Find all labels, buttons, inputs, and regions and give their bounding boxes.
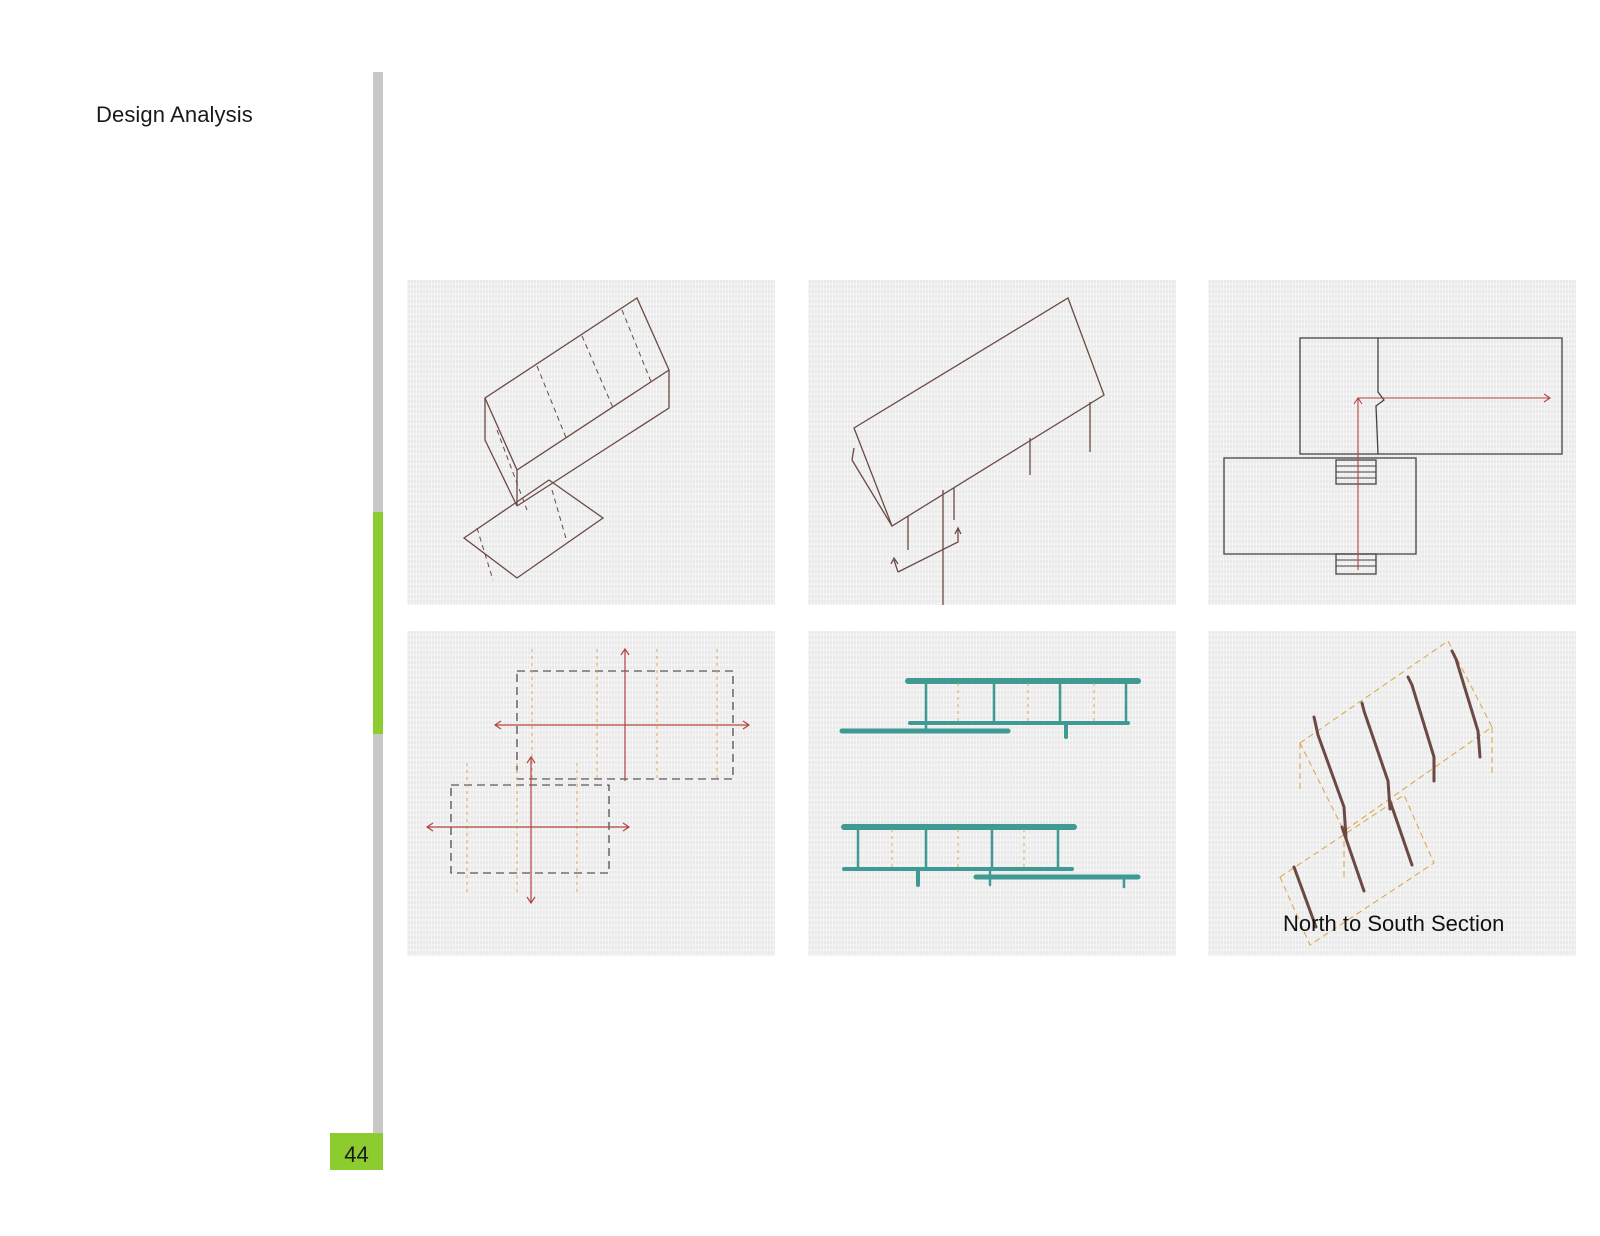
page-number: 44 xyxy=(330,1133,383,1170)
plan-circulation-drawing xyxy=(1223,337,1563,575)
page-title: Design Analysis xyxy=(96,102,253,127)
sketch-isometric-volumes xyxy=(407,280,775,605)
roof-plane-drawing xyxy=(851,297,1105,605)
sketch-plan-circulation xyxy=(1208,280,1576,605)
north-south-section-drawing xyxy=(1279,640,1493,946)
isometric-volumes-drawing xyxy=(462,297,670,581)
axes-diagram-drawing xyxy=(425,647,751,905)
sketch-north-south-section: North to South Section xyxy=(1208,631,1576,956)
sketch-axes-diagram xyxy=(407,631,775,956)
sketch-roof-plane xyxy=(808,280,1176,605)
section-caption: North to South Section xyxy=(1283,911,1505,936)
sketch-elevations xyxy=(808,631,1176,956)
elevations-drawing xyxy=(839,678,1141,889)
section-marker xyxy=(373,512,383,734)
